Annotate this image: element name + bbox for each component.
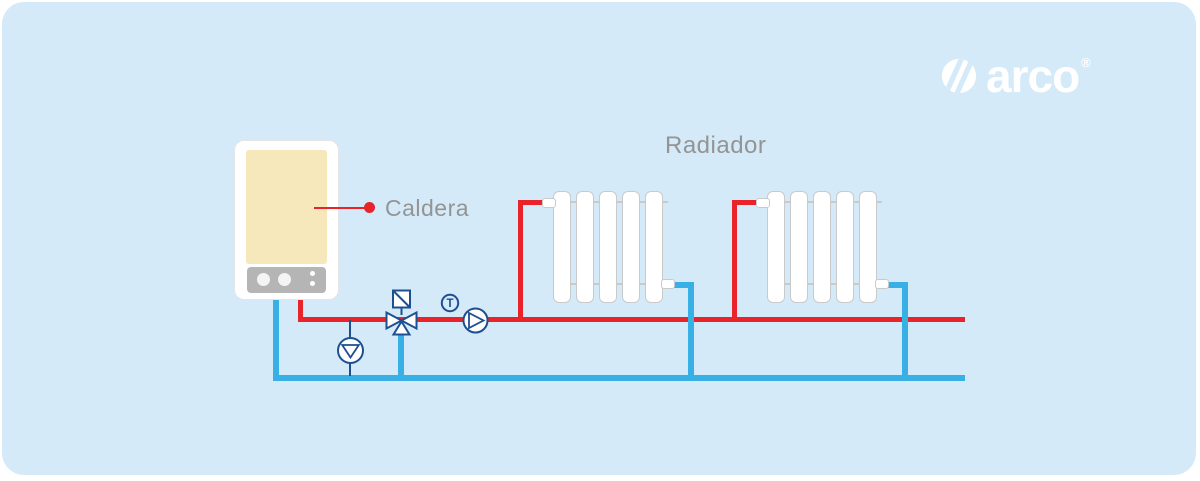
thermometer-letter: T [446, 298, 453, 310]
boiler [234, 140, 339, 300]
thermometer-icon: T [440, 293, 460, 313]
radiator-outlet-connector [875, 279, 889, 289]
radiator-2-return-stub [884, 282, 908, 288]
supply-main-pipe [298, 317, 965, 322]
radiator-2-supply-riser [732, 200, 737, 320]
radiator-tube [790, 191, 808, 303]
registered-mark: ® [1081, 55, 1091, 70]
radiator-tube [576, 191, 594, 303]
radiator-tube [836, 191, 854, 303]
radiator-tube [859, 191, 877, 303]
radiator-inlet-connector [756, 198, 770, 208]
boiler-knob-1 [257, 273, 270, 286]
radiator-2-return-drop [902, 282, 908, 381]
boiler-indicator-1 [310, 271, 315, 276]
radiator-inlet-connector [542, 198, 556, 208]
radiator-2-supply-stub [732, 200, 758, 205]
boiler-control-panel [247, 267, 326, 293]
boiler-indicator-2 [310, 281, 315, 286]
return-main-pipe [273, 375, 965, 381]
boiler-label: Caldera [385, 195, 470, 221]
radiator-tube [622, 191, 640, 303]
radiator-1-supply-riser [518, 200, 523, 320]
radiator-1-return-drop [688, 282, 694, 381]
arco-logo: arco ® [940, 49, 1091, 102]
boiler-display [246, 150, 327, 264]
diagram-panel: T Caldera Radiador arco ® [2, 2, 1196, 475]
radiator-tube [645, 191, 663, 303]
radiator-1-return-stub [670, 282, 694, 288]
radiator-1 [542, 191, 677, 303]
bypass-valve-icon [337, 337, 364, 364]
arco-globe-icon [941, 58, 977, 93]
boiler-knob-2 [278, 273, 291, 286]
mixing-valve-icon [385, 289, 418, 336]
radiator-label: Radiador [665, 132, 767, 159]
boiler-return-drop [273, 296, 279, 381]
radiator-1-supply-stub [518, 200, 545, 205]
boiler-supply-riser [298, 296, 303, 320]
radiator-tube [599, 191, 617, 303]
arco-logo-text: arco [986, 49, 1080, 102]
radiator-tube [553, 191, 571, 303]
radiator-2 [756, 191, 891, 303]
pump-icon [462, 307, 489, 334]
caldera-leader-line [314, 206, 365, 209]
caldera-leader-dot [364, 202, 375, 213]
radiator-tube [813, 191, 831, 303]
valve-return-drop [398, 332, 404, 381]
radiator-outlet-connector [661, 279, 675, 289]
radiator-tube [767, 191, 785, 303]
